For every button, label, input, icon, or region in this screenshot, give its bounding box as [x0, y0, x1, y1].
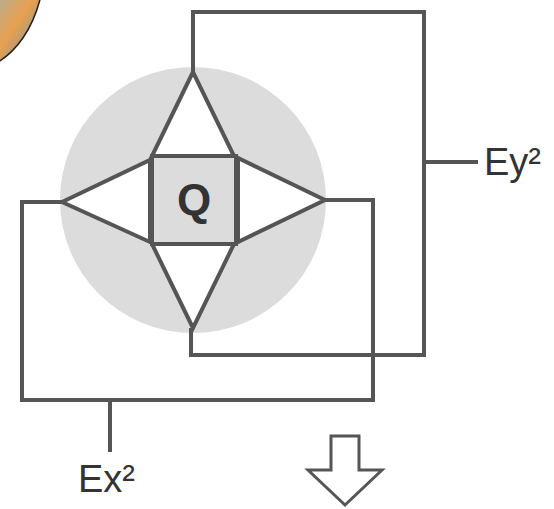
- wires: [22, 12, 478, 452]
- image-fragment: [0, 0, 45, 70]
- triangle-left: [62, 160, 150, 242]
- ey-leader: [424, 160, 478, 164]
- triangle-right: [238, 158, 325, 242]
- signal-label: Ex²: [78, 458, 135, 501]
- grey-disc: [60, 67, 326, 333]
- hollow-arrow: [308, 436, 382, 505]
- electrodes: [62, 72, 325, 328]
- ex-leader: [108, 400, 112, 452]
- triangle-down: [152, 244, 234, 328]
- triangle-up: [152, 72, 234, 156]
- signal-label: Ey²: [484, 141, 541, 184]
- charge-box: Q: [154, 158, 234, 242]
- center-square: [152, 156, 236, 244]
- charge-label: Q: [177, 175, 211, 225]
